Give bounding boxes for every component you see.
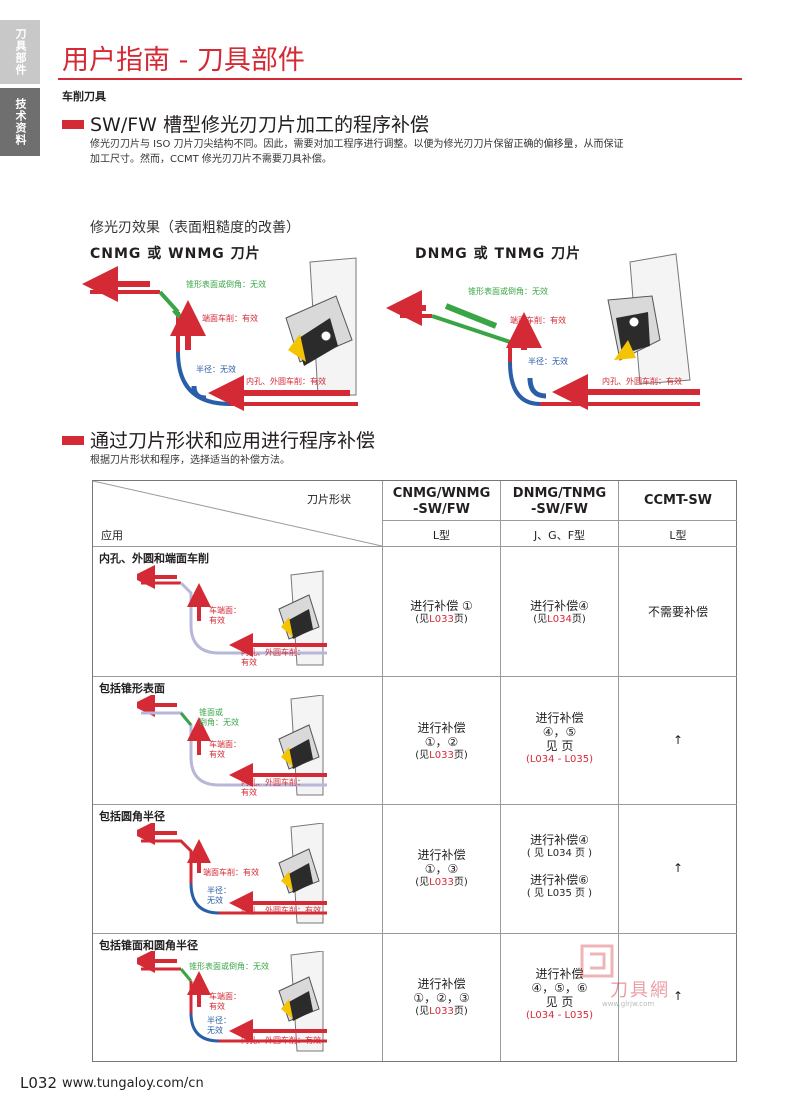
row-diagram: [137, 565, 327, 666]
row-label-face-valid: 有效: [209, 616, 225, 625]
cell-r3-c2: 进行补偿④ ( 见 L034 页 ) 进行补偿⑥ ( 见 L035 页 ): [526, 833, 593, 899]
row-label-radius: 半径：: [207, 1016, 231, 1025]
cell-r4-c2: 进行补偿 ④，⑤，⑥ 见 页 (L034 - L035): [525, 967, 594, 1021]
footer-url-link[interactable]: www.tungaloy.com/cn: [62, 1076, 204, 1091]
label-bore-valid: 内孔、外圆车削：有效: [246, 377, 326, 386]
row-label-taper-invalid: 倒角：无效: [199, 718, 239, 727]
side-tab-tool-parts[interactable]: 刀具部件: [0, 20, 40, 84]
section-description: 修光刃刀片与 ISO 刀片刀尖结构不同。因此，需要对加工程序进行调整。以便为修光…: [90, 139, 624, 150]
label-face-valid: 端面车削：有效: [202, 314, 258, 323]
figure-subtitle-left: CNMG 或 WNMG 刀片: [90, 246, 261, 262]
row-label-radius-invalid: 无效: [207, 896, 223, 905]
page-number: L032: [20, 1074, 57, 1092]
application-header-label: 应用: [101, 529, 123, 542]
row-label-radius: 半径：: [207, 886, 231, 895]
side-tab-technical-data[interactable]: 技术资料: [0, 88, 40, 156]
title-divider: [58, 78, 742, 80]
cell-r2-c1: 进行补偿 ①，② (见L033页): [415, 721, 468, 761]
label-taper-invalid: 锥形表面或倒角：无效: [186, 280, 266, 289]
label-bore-valid: 内孔、外圆车削：有效: [602, 377, 682, 386]
label-face-valid: 端面车削：有效: [510, 316, 566, 325]
row-diagram: [137, 823, 327, 924]
cell-r4-c1: 进行补偿 ①，②，③ (见L033页): [413, 977, 470, 1017]
row-label-bore-valid: 有效: [241, 788, 257, 797]
column-header-cnmg: CNMG/WNMG-SW/FW: [392, 486, 491, 517]
column-type-ccmt: L型: [669, 529, 687, 542]
row-label-face-valid: 有效: [209, 1002, 225, 1011]
row-label-taper: 锥面或: [199, 708, 223, 717]
section-marker: [62, 120, 84, 129]
cell-r1-c3: 不需要补偿: [647, 605, 708, 619]
row-label-face: 车端面：: [209, 992, 241, 1001]
cell-r3-c1: 进行补偿 ①，③ (见L033页): [415, 848, 468, 888]
row-title: 包括锥面和圆角半径: [99, 939, 198, 952]
row-label-radius-invalid: 无效: [207, 1026, 223, 1035]
column-header-dnmg: DNMG/TNMG-SW/FW: [512, 486, 607, 517]
section-title: 通过刀片形状和应用进行程序补偿: [90, 430, 376, 452]
row-label-face-valid: 有效: [209, 750, 225, 759]
cell-r1-c1: 进行补偿 ① (见L033页): [410, 599, 473, 625]
row-label-bore: 内孔、外圆车削：: [241, 648, 305, 657]
row-label-bore: 内孔、外圆车削：有效: [241, 1036, 321, 1045]
cnmg-diagram: [82, 257, 358, 411]
side-tab-label: 刀具部件: [14, 28, 27, 76]
row-label-bore: 内孔、外圆车削：: [241, 778, 305, 787]
row-label-face: 车端面：: [209, 740, 241, 749]
column-header-ccmt: CCMT-SW: [643, 493, 713, 508]
cell-r2-c3: ↑: [672, 733, 684, 747]
category-label: 车削刀具: [62, 90, 106, 103]
column-type-dnmg: J、G、F型: [533, 529, 586, 542]
label-taper-invalid: 锥形表面或倒角：无效: [468, 287, 548, 296]
row-label-bore: 内孔、外圆车削：有效: [241, 906, 321, 915]
row-label-face: 端面车削：有效: [203, 868, 259, 877]
row-title: 包括锥形表面: [99, 682, 165, 695]
label-radius-invalid: 半径：无效: [528, 357, 568, 366]
cell-r4-c3: ↑: [672, 989, 684, 1003]
figure-subtitle-right: DNMG 或 TNMG 刀片: [415, 246, 582, 262]
section-title: SW/FW 槽型修光刃刀片加工的程序补偿: [90, 114, 430, 136]
row-title: 内孔、外圆和端面车削: [99, 552, 209, 565]
finishing-effect-diagram: [82, 253, 700, 411]
watermark-logo: [580, 944, 614, 978]
side-tab-label: 技术资料: [14, 98, 27, 146]
section-description: 根据刀片形状和程序，选择适当的补偿方法。: [90, 455, 290, 466]
watermark-text: 刀具網: [610, 980, 670, 1001]
label-radius-invalid: 半径：无效: [196, 365, 236, 374]
dnmg-diagram: [386, 253, 700, 410]
page-title: 用户指南 - 刀具部件: [62, 45, 305, 76]
row-label-taper: 锥形表面或倒角：无效: [189, 962, 269, 971]
row-diagram: [137, 695, 327, 796]
section-marker: [62, 436, 84, 445]
row-label-face: 车端面：: [209, 606, 241, 615]
column-type-cnmg: L型: [432, 529, 451, 542]
watermark-url: www.glrjw.com: [602, 1000, 655, 1008]
cell-r1-c2: 进行补偿④ (见L034页): [530, 599, 589, 625]
row-diagram: [137, 951, 327, 1052]
row-title: 包括圆角半径: [99, 810, 165, 823]
figure-title: 修光刃效果（表面粗糙度的改善）: [90, 220, 300, 236]
header-diagonal: [93, 481, 383, 547]
cell-r2-c2: 进行补偿 ④，⑤ 见 页 (L034 - L035): [525, 711, 594, 765]
row-label-bore-valid: 有效: [241, 658, 257, 667]
cell-r3-c3: ↑: [672, 861, 684, 875]
shape-header-label: 刀片形状: [307, 493, 351, 506]
section-description: 加工尺寸。然而，CCMT 修光刃刀片不需要刀具补偿。: [90, 154, 332, 165]
compensation-table: 刀片形状 应用 CNMG/WNMG-SW/FW DNMG/TNMG-SW/FW …: [92, 480, 737, 1062]
